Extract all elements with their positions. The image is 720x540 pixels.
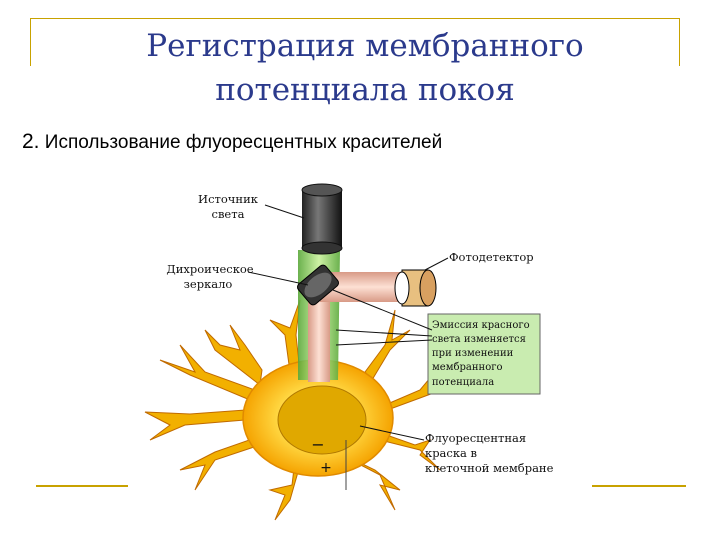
- label-dye-line1: Флуоресцентная: [425, 431, 526, 445]
- label-source-line1: Источник: [198, 192, 259, 206]
- slide-title: Регистрация мембранного потенциала покоя: [60, 24, 670, 112]
- label-mirror-line1: Дихроическое: [166, 262, 253, 276]
- label-photodetector: Фотодетектор: [449, 250, 534, 264]
- photodetector: [394, 269, 437, 307]
- subtitle-text: Использование флуоресцентных красителей: [39, 132, 443, 153]
- red-light-beam-horizontal: [320, 272, 410, 302]
- label-emission-line2: света изменяется: [432, 334, 526, 345]
- label-emission-line5: потенциала: [432, 377, 494, 388]
- label-source-line2: света: [212, 207, 245, 221]
- plus-sign: +: [320, 460, 332, 476]
- red-light-beam-vertical: [308, 300, 330, 382]
- title-line-2: потенциала покоя: [215, 72, 515, 108]
- label-dye-line2: краска в: [425, 446, 477, 460]
- bottom-left-line: [36, 485, 128, 487]
- label-emission-line4: мембранного: [432, 362, 502, 373]
- minus-sign: −: [311, 435, 324, 454]
- dichroic-mirror: [296, 264, 340, 306]
- frame-right-line: [679, 18, 680, 66]
- frame-top-line: [30, 18, 680, 19]
- bottom-right-line: [592, 485, 686, 487]
- subtitle-number: 2.: [22, 130, 40, 153]
- pointer-lines: [247, 204, 449, 441]
- label-emission-line3: при изменении: [432, 348, 514, 359]
- label-dye-line3: клеточной мембране: [425, 461, 554, 475]
- title-line-1: Регистрация мембранного: [146, 28, 584, 64]
- label-mirror-line2: зеркало: [184, 277, 233, 291]
- frame-left-line: [30, 18, 31, 66]
- light-source-cylinder: [301, 183, 343, 255]
- emission-note-box: [427, 313, 541, 395]
- slide-subtitle: 2. Использование флуоресцентных красител…: [22, 130, 442, 154]
- label-emission-line1: Эмиссия красного: [432, 320, 530, 331]
- neuron-nucleus: [277, 385, 367, 455]
